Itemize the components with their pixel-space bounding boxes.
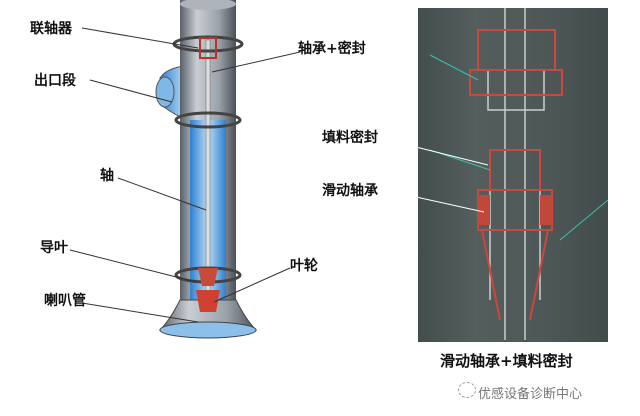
label-shaft: 轴 [100,168,114,184]
label-bell-mouth: 喇叭管 [44,293,86,309]
label-guide-vane: 导叶 [40,240,68,256]
leader-lines [69,27,301,323]
label-coupling: 联轴器 [30,21,72,37]
label-impeller: 叶轮 [290,258,318,274]
cad-photo [387,8,609,342]
photo-caption: 滑动轴承+填料密封 [440,352,573,370]
label-packing-seal: 填料密封 [322,130,378,146]
watermark: 优感设备诊断中心 [478,387,583,402]
label-sliding-bearing: 滑动轴承 [322,183,378,199]
label-outlet: 出口段 [34,73,76,89]
watermark-icon [458,382,476,398]
pump-cutaway [155,0,258,339]
label-bearing-seal: 轴承+密封 [298,41,366,57]
